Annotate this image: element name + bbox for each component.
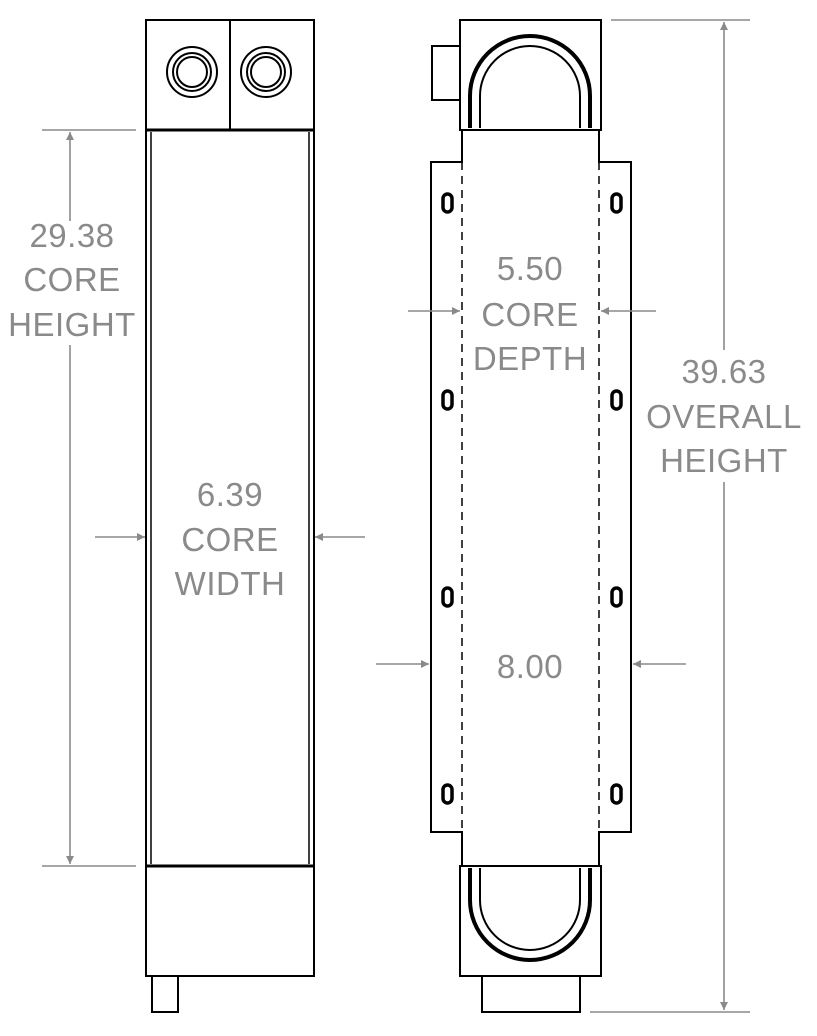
- overall-height-label-1: OVERALL: [646, 398, 802, 435]
- core-height-dimension: 29.38 CORE HEIGHT: [8, 129, 136, 867]
- core-width-label-1: CORE: [181, 521, 278, 558]
- core-depth-value: 5.50: [497, 250, 563, 287]
- overall-height-dimension: 39.63 OVERALL HEIGHT: [590, 19, 802, 1013]
- core-width-value: 6.39: [197, 476, 263, 513]
- side-core-outline: [430, 129, 632, 867]
- side-bottom-fitting: [481, 975, 581, 1013]
- front-port-right: [240, 46, 292, 98]
- front-port-left: [166, 46, 218, 98]
- overall-height-label-2: HEIGHT: [660, 442, 788, 479]
- front-bottom-tank: [145, 865, 315, 977]
- core-height-label-2: HEIGHT: [8, 306, 136, 343]
- core-height-label-1: CORE: [23, 261, 120, 298]
- front-drain-fitting: [151, 975, 179, 1013]
- side-bottom-tank-dome: [468, 868, 592, 962]
- core-depth-label-1: CORE: [481, 296, 578, 333]
- side-view: [430, 19, 632, 1013]
- overall-height-value: 39.63: [681, 353, 766, 390]
- core-height-value: 29.38: [29, 217, 114, 254]
- overall-depth-dimension: 8.00: [376, 648, 686, 685]
- side-top-tank-dome: [468, 34, 592, 128]
- core-depth-label-2: DEPTH: [473, 340, 587, 377]
- overall-depth-value: 8.00: [497, 648, 563, 685]
- core-width-dimension: 6.39 CORE WIDTH: [95, 476, 365, 602]
- core-depth-dimension: 5.50 CORE DEPTH: [408, 250, 656, 377]
- front-view: [145, 19, 315, 1013]
- mounting-slots: [441, 192, 623, 805]
- side-top-fitting: [431, 45, 461, 101]
- core-width-label-2: WIDTH: [175, 565, 286, 602]
